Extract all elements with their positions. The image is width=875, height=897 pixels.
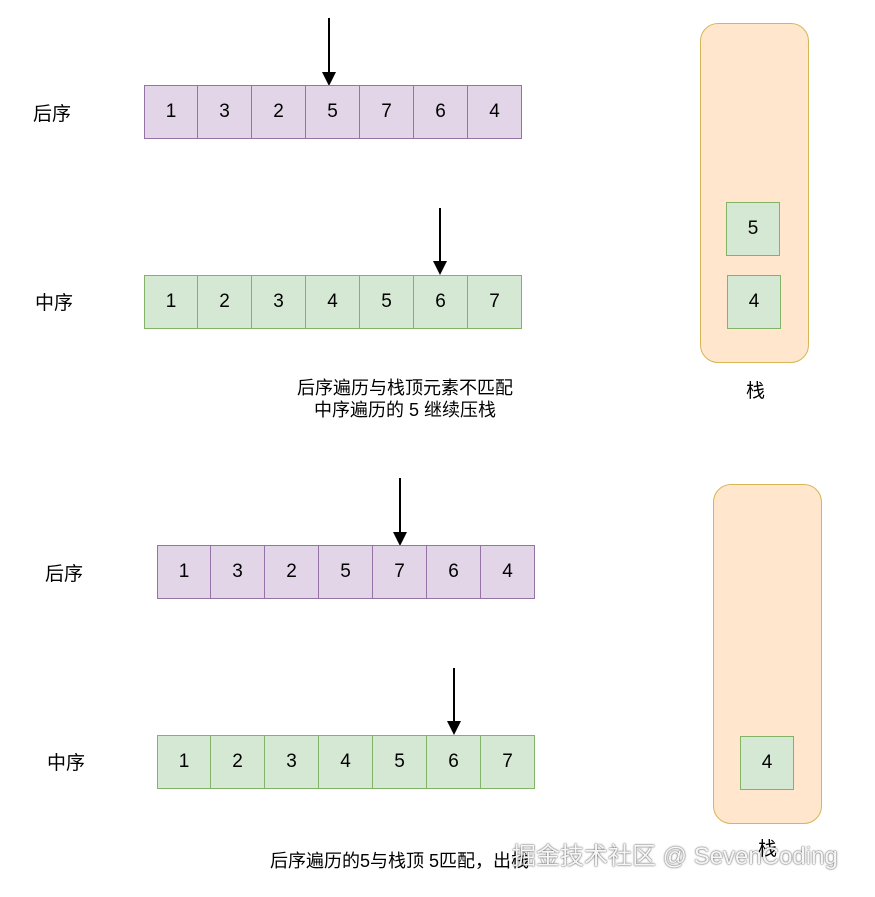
stack-item: 4	[740, 736, 794, 790]
inorder-cell: 2	[211, 735, 265, 789]
postorder-array: 1 3 2 5 7 6 4	[144, 85, 522, 139]
inorder-array: 1 2 3 4 5 6 7	[157, 735, 535, 789]
postorder-cell: 5	[319, 545, 373, 599]
inorder-cell: 2	[198, 275, 252, 329]
stack-item: 5	[726, 202, 780, 256]
caption: 后序遍历与栈顶元素不匹配 中序遍历的 5 继续压栈	[270, 377, 540, 421]
postorder-cell: 4	[481, 545, 535, 599]
inorder-cell: 6	[414, 275, 468, 329]
inorder-cell: 7	[468, 275, 522, 329]
postorder-cell: 1	[144, 85, 198, 139]
postorder-cell: 3	[198, 85, 252, 139]
caption-line: 后序遍历与栈顶元素不匹配	[297, 378, 513, 398]
inorder-cell: 3	[265, 735, 319, 789]
stack-container: 5 4	[700, 23, 809, 363]
inorder-pointer-arrow	[433, 208, 447, 275]
postorder-label: 后序	[45, 564, 84, 585]
inorder-pointer-arrow	[447, 668, 461, 735]
inorder-label: 中序	[47, 753, 86, 774]
postorder-cell: 5	[306, 85, 360, 139]
postorder-cell: 2	[252, 85, 306, 139]
stack-container: 4	[713, 484, 822, 824]
postorder-cell: 3	[211, 545, 265, 599]
inorder-cell: 5	[360, 275, 414, 329]
inorder-cell: 4	[319, 735, 373, 789]
postorder-cell: 6	[414, 85, 468, 139]
inorder-cell: 6	[427, 735, 481, 789]
postorder-cell: 1	[157, 545, 211, 599]
stack-item: 4	[727, 275, 781, 329]
inorder-array: 1 2 3 4 5 6 7	[144, 275, 522, 329]
postorder-pointer-arrow	[393, 478, 407, 546]
postorder-cell: 4	[468, 85, 522, 139]
stack-label: 栈	[758, 839, 778, 860]
inorder-cell: 1	[144, 275, 198, 329]
postorder-label: 后序	[33, 104, 72, 125]
stack-label: 栈	[746, 381, 766, 402]
caption-line: 中序遍历的 5 继续压栈	[313, 400, 496, 420]
postorder-pointer-arrow	[322, 18, 336, 86]
postorder-cell: 2	[265, 545, 319, 599]
postorder-cell: 6	[427, 545, 481, 599]
postorder-cell: 7	[373, 545, 427, 599]
inorder-cell: 3	[252, 275, 306, 329]
postorder-cell: 7	[360, 85, 414, 139]
caption: 后序遍历的5与栈顶 5匹配，出栈	[270, 850, 529, 872]
inorder-label: 中序	[35, 293, 74, 314]
inorder-cell: 7	[481, 735, 535, 789]
inorder-cell: 4	[306, 275, 360, 329]
inorder-cell: 5	[373, 735, 427, 789]
inorder-cell: 1	[157, 735, 211, 789]
watermark: 掘金技术社区 @ SevenCoding	[512, 843, 838, 870]
caption-line: 后序遍历的5与栈顶 5匹配，出栈	[270, 851, 530, 871]
postorder-array: 1 3 2 5 7 6 4	[157, 545, 535, 599]
